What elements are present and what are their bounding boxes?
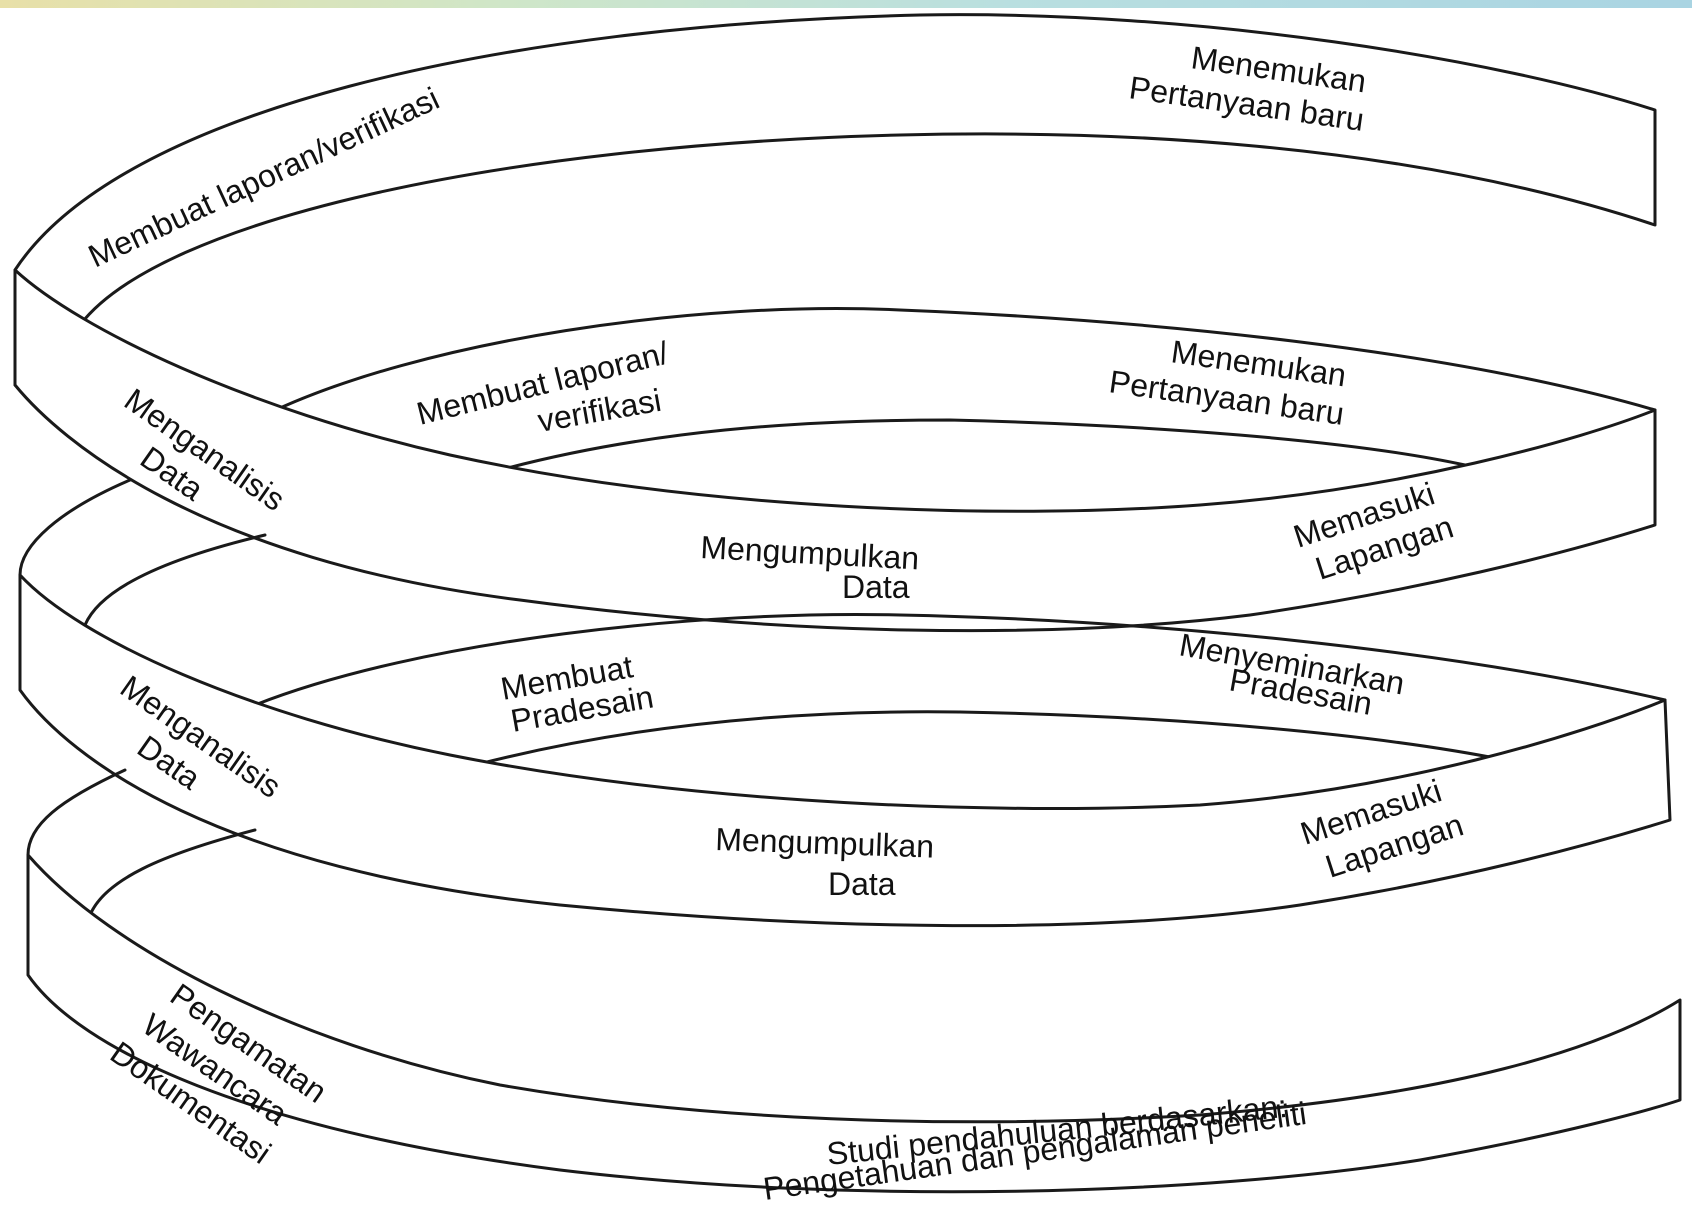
lower-loop-back-outer bbox=[253, 612, 1667, 707]
lower-loop-back-inner bbox=[473, 710, 1507, 767]
upper-loop-left-connector bbox=[83, 533, 267, 627]
upper-loop-back-inner bbox=[498, 418, 1467, 472]
lower-front-center-label-1: Mengumpulkan bbox=[715, 821, 935, 865]
lower-loop-left-outer bbox=[26, 768, 127, 857]
top-loop-band bbox=[13, 13, 1657, 387]
lower-loop-front-band bbox=[18, 573, 1672, 928]
upper-front-center-label-2: Data bbox=[842, 569, 910, 605]
upper-loop-back-outer bbox=[263, 307, 1657, 417]
lower-front-center-label-2: Data bbox=[828, 866, 896, 902]
top-decor-strip bbox=[0, 0, 1692, 8]
upper-loop-left-outer bbox=[18, 478, 132, 577]
lower-loop-left-connector bbox=[88, 828, 257, 917]
upper-loop-front-band bbox=[13, 268, 1657, 633]
base-band bbox=[26, 853, 1682, 1194]
